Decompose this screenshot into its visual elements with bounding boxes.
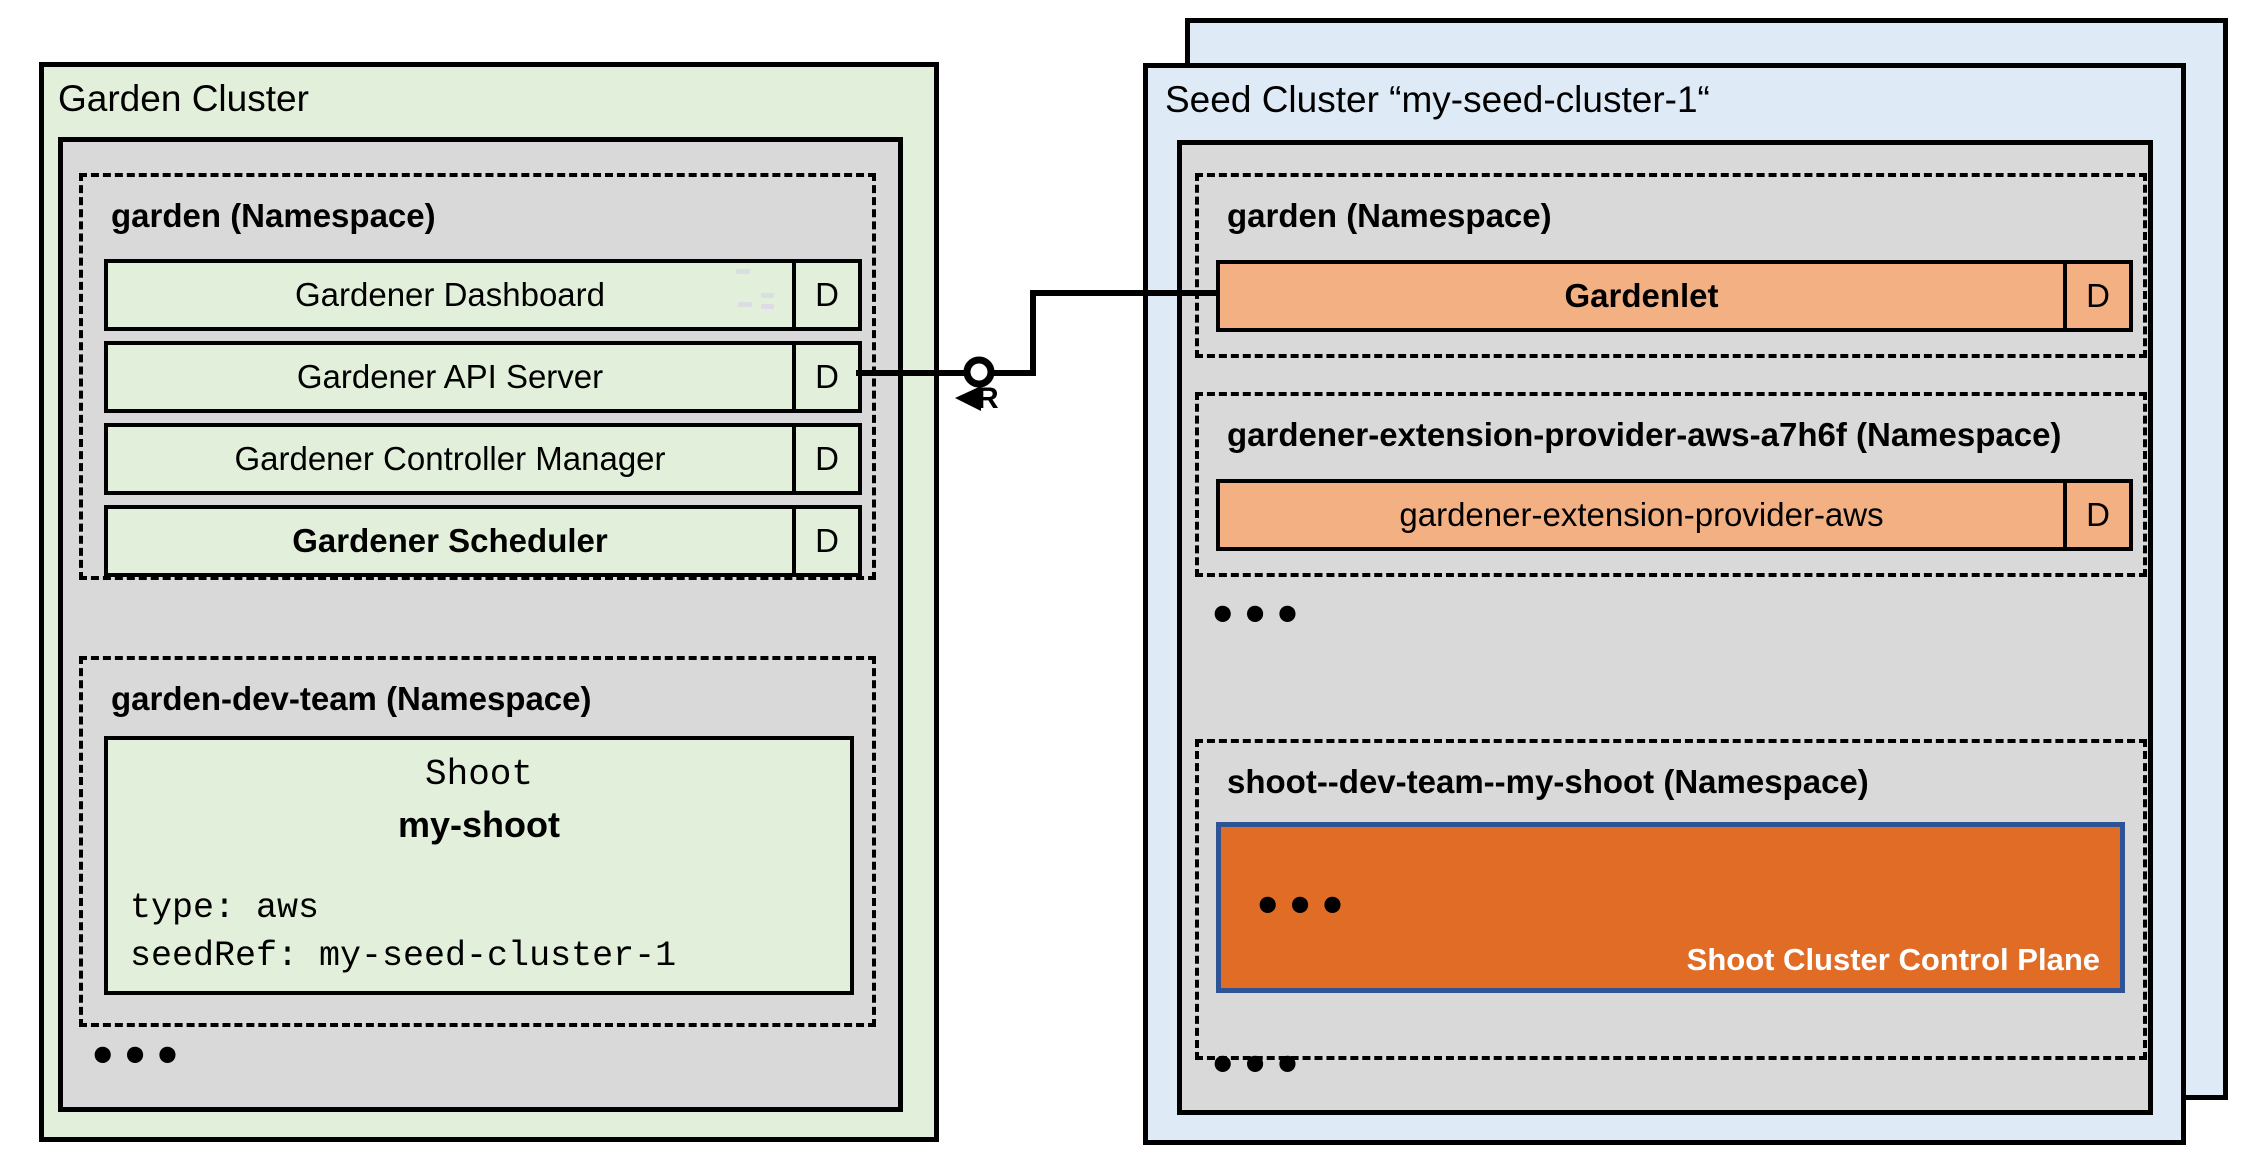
shoot-kind: Shoot [424, 754, 534, 795]
component-gardener-api-server-label: Gardener API Server [296, 358, 604, 395]
deployment-badge: D [792, 345, 858, 409]
artifact-mark [738, 302, 752, 307]
component-gardenlet: Gardenlet D [1216, 260, 2133, 332]
component-gardener-dashboard-label: Gardener Dashboard [294, 276, 606, 313]
namespace-extension-provider-label: gardener-extension-provider-aws-a7h6f (N… [1227, 416, 2062, 453]
component-extension-provider-aws-label: gardener-extension-provider-aws [1399, 496, 1884, 533]
namespace-garden-dev-team-label: garden-dev-team (Namespace) [111, 680, 592, 717]
namespace-garden-left: garden (Namespace) [79, 173, 876, 580]
deployment-badge: D [2063, 264, 2129, 328]
shoot-cluster-control-plane-label: Shoot Cluster Control Plane [1686, 942, 2100, 977]
component-gardener-controller-manager: Gardener Controller Manager D [104, 423, 862, 495]
namespace-extension-provider: gardener-extension-provider-aws-a7h6f (N… [1195, 392, 2147, 577]
namespace-garden-seed-label: garden (Namespace) [1227, 197, 1552, 234]
artifact-mark [761, 293, 774, 298]
component-gardener-scheduler-label: Gardener Scheduler [292, 522, 608, 559]
artifact-mark [736, 269, 750, 274]
seed-cluster-title: Seed Cluster “my-seed-cluster-1“ [1165, 79, 1710, 120]
component-gardener-scheduler: Gardener Scheduler D [104, 505, 862, 577]
garden-cluster-ellipsis: ••• [88, 1029, 186, 1083]
garden-cluster-title: Garden Cluster [58, 78, 309, 119]
request-direction-label: R [977, 382, 999, 415]
shoot-name: my-shoot [398, 804, 560, 845]
component-gardener-dashboard-label-wrap: Gardener Dashboard [108, 263, 792, 327]
component-gardener-api-server: Gardener API Server D [104, 341, 862, 413]
component-gardenlet-label: Gardenlet [1564, 277, 1719, 314]
deployment-badge: D [792, 427, 858, 491]
shoot-type-line: type: aws [130, 888, 320, 928]
namespace-garden-seed: garden (Namespace) [1195, 173, 2147, 358]
component-extension-provider-aws: gardener-extension-provider-aws D [1216, 479, 2133, 551]
seed-cluster-ellipsis-top: ••• [1208, 588, 1306, 642]
namespace-shoot-dev-team-label: shoot--dev-team--my-shoot (Namespace) [1227, 763, 1869, 800]
artifact-mark [761, 304, 774, 309]
control-plane-ellipsis: ••• [1253, 878, 1351, 933]
namespace-shoot-dev-team: shoot--dev-team--my-shoot (Namespace) [1195, 739, 2147, 1060]
deployment-badge: D [792, 509, 858, 573]
shoot-resource-box: Shoot my-shoot type: aws seedRef: my-see… [104, 736, 854, 995]
component-gardener-controller-manager-label: Gardener Controller Manager [234, 440, 666, 477]
namespace-garden-left-label: garden (Namespace) [111, 197, 436, 234]
component-gardener-dashboard: Gardener Dashboard D [104, 259, 862, 331]
interface-lollipop-icon [963, 356, 995, 388]
shoot-cluster-control-plane-box: ••• Shoot Cluster Control Plane [1216, 822, 2125, 993]
deployment-badge: D [792, 263, 858, 327]
namespace-garden-dev-team: garden-dev-team (Namespace) [79, 656, 876, 1027]
deployment-badge: D [2063, 483, 2129, 547]
shoot-seedref-line: seedRef: my-seed-cluster-1 [130, 936, 677, 976]
seed-cluster-ellipsis-bottom: ••• [1208, 1038, 1306, 1092]
